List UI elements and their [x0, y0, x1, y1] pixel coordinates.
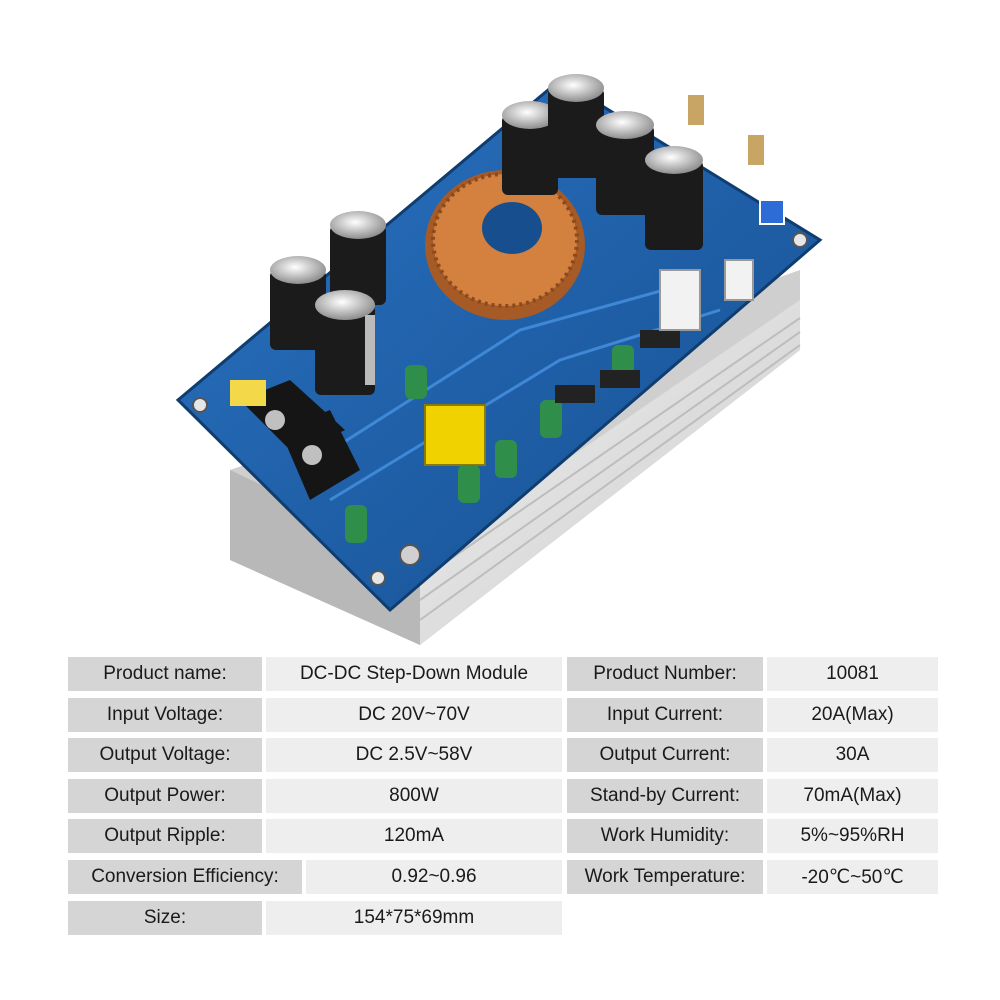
spec-value: 20A(Max): [767, 698, 938, 732]
spec-row-size: Size: 154*75*69mm: [68, 901, 562, 935]
spec-value: 800W: [266, 779, 562, 813]
product-image: [175, 74, 823, 645]
spec-value: DC-DC Step-Down Module: [266, 657, 562, 691]
spec-label: Conversion Efficiency:: [68, 860, 302, 894]
spec-row-output-current: Output Current: 30A: [567, 738, 938, 772]
spec-label: Input Current:: [567, 698, 763, 732]
spec-row-product-number: Product Number: 10081: [567, 657, 938, 691]
spec-row-product-name: Product name: DC-DC Step-Down Module: [68, 657, 562, 691]
spec-value: 10081: [767, 657, 938, 691]
spec-row-input-voltage: Input Voltage: DC 20V~70V: [68, 698, 562, 732]
spec-row-output-voltage: Output Voltage: DC 2.5V~58V: [68, 738, 562, 772]
spec-value: DC 20V~70V: [266, 698, 562, 732]
spec-label: Input Voltage:: [68, 698, 262, 732]
capacitors: [270, 74, 703, 395]
spec-label: Work Humidity:: [567, 819, 763, 853]
spec-label: Product name:: [68, 657, 262, 691]
spec-value: 70mA(Max): [767, 779, 938, 813]
spec-value: -20℃~50℃: [767, 860, 938, 894]
spec-label: Product Number:: [567, 657, 763, 691]
spec-value: 120mA: [266, 819, 562, 853]
spec-value: 154*75*69mm: [266, 901, 562, 935]
spec-value: 0.92~0.96: [306, 860, 562, 894]
spec-label: Output Ripple:: [68, 819, 262, 853]
spec-label: Work Temperature:: [567, 860, 763, 894]
spec-label: Output Power:: [68, 779, 262, 813]
spec-label: Stand-by Current:: [567, 779, 763, 813]
spec-row-output-power: Output Power: 800W: [68, 779, 562, 813]
spec-row-work-humidity: Work Humidity: 5%~95%RH: [567, 819, 938, 853]
spec-label: Output Voltage:: [68, 738, 262, 772]
spec-value: DC 2.5V~58V: [266, 738, 562, 772]
spec-row-standby-current: Stand-by Current: 70mA(Max): [567, 779, 938, 813]
spec-value: 30A: [767, 738, 938, 772]
spec-value: 5%~95%RH: [767, 819, 938, 853]
spec-row-output-ripple: Output Ripple: 120mA: [68, 819, 562, 853]
spec-row-conversion-efficiency: Conversion Efficiency: 0.92~0.96: [68, 860, 562, 894]
spec-label: Size:: [68, 901, 262, 935]
toroidal-inductor: [425, 170, 585, 320]
spec-label: Output Current:: [567, 738, 763, 772]
small-components: [230, 95, 785, 543]
spec-row-input-current: Input Current: 20A(Max): [567, 698, 938, 732]
terminal-blocks: [240, 380, 360, 500]
spec-row-work-temperature: Work Temperature: -20℃~50℃: [567, 860, 938, 894]
